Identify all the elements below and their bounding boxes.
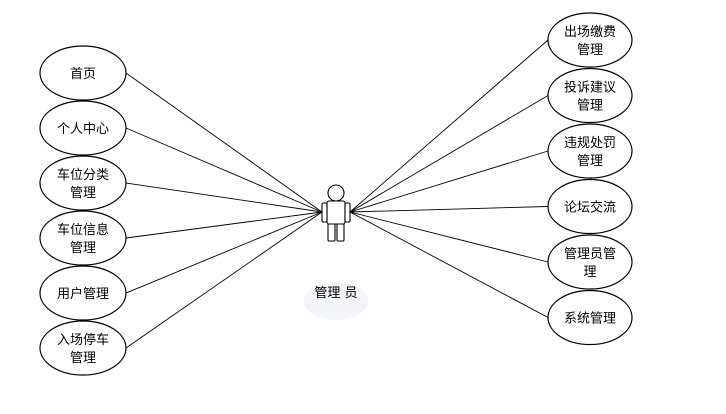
right-association-line: [349, 95, 549, 213]
use-case-label: 论坛交流: [564, 200, 616, 216]
use-case-label: 管理: [70, 186, 96, 201]
use-case-label: 理: [583, 265, 596, 280]
left-association-line: [125, 182, 323, 213]
use-case-ellipse: [547, 123, 633, 179]
use-case-ellipse: [39, 320, 127, 376]
use-case-label: 管理: [577, 154, 603, 169]
right-association-line: [349, 206, 549, 213]
actor-name: 管理 员: [314, 286, 357, 301]
use-case-ellipse: [39, 265, 127, 321]
use-case-label: 个人中心: [57, 122, 109, 137]
use-case-label: 管理员管: [564, 247, 616, 262]
use-case-label: 管理: [577, 43, 603, 58]
left-use-case: 个人中心: [39, 100, 127, 156]
use-case-ellipse: [39, 155, 127, 211]
actor-right-leg: [336, 223, 345, 242]
use-case-label: 管理: [70, 241, 96, 256]
use-case-ellipse: [39, 100, 127, 156]
left-association-line: [125, 211, 323, 294]
right-association-line: [349, 39, 549, 213]
left-association-line: [125, 211, 323, 349]
actor-left-leg: [327, 223, 336, 242]
use-case-ellipse: [547, 178, 633, 235]
actor-body: [326, 200, 346, 225]
use-case-label: 首页: [70, 67, 96, 82]
use-case-label: 系统管理: [564, 312, 616, 327]
use-case-label: 车位分类: [57, 167, 109, 183]
right-use-case: 论坛交流: [547, 178, 633, 235]
use-case-label: 投诉建议: [564, 80, 616, 96]
use-case-ellipse: [39, 210, 127, 266]
use-case-ellipse: [39, 45, 127, 101]
use-case-label: 违规处罚: [564, 136, 616, 151]
use-case-label: 出场缴费: [564, 25, 616, 40]
use-case-label: 车位信息: [57, 222, 109, 238]
actor-label-shadow: [304, 282, 368, 320]
left-use-case: 首页: [39, 45, 127, 101]
left-use-case: 用户管理: [39, 265, 127, 321]
use-case-label: 管理: [70, 351, 96, 366]
use-case-ellipse: [547, 234, 633, 290]
use-case-ellipse: [547, 67, 633, 124]
right-association-line: [349, 211, 549, 263]
actor: 管理 员: [304, 184, 368, 320]
right-use-case: 系统管理: [547, 289, 633, 346]
left-association-line: [125, 211, 323, 239]
right-association-line: [349, 150, 549, 213]
left-association-line: [125, 127, 323, 213]
actor-right-arm: [344, 202, 351, 223]
use-case-label: 管理: [577, 99, 603, 114]
use-case-label: 入场停车: [57, 332, 109, 348]
actor-head: [327, 184, 345, 202]
actor-left-arm: [321, 202, 328, 223]
use-case-ellipse: [547, 289, 633, 346]
use-case-ellipse: [547, 12, 633, 68]
left-association-line: [125, 72, 323, 213]
use-case-label: 用户管理: [57, 286, 109, 302]
right-association-line: [349, 211, 549, 318]
association-lines: [125, 39, 549, 349]
